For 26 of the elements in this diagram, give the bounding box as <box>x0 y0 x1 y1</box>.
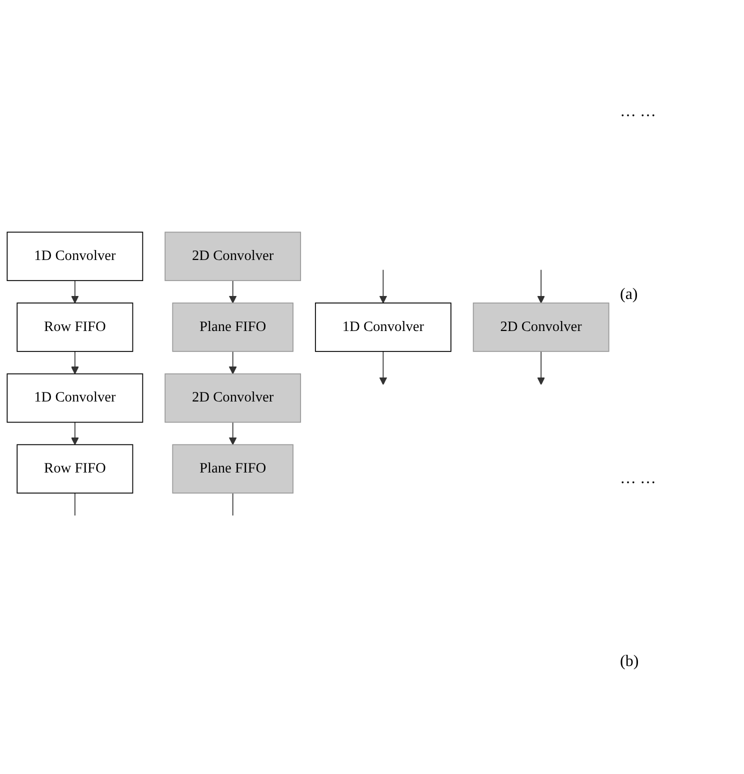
node-box: 1D Convolver <box>6 231 144 281</box>
arrow <box>379 269 388 304</box>
connector <box>232 492 234 516</box>
node-box: Plane FIFO <box>172 444 294 494</box>
node-box: 1D Convolver <box>6 373 144 422</box>
note-text: … … <box>620 470 657 488</box>
arrow <box>70 280 79 304</box>
note-text: (b) <box>620 653 640 672</box>
arrow <box>228 280 237 304</box>
arrow <box>70 350 79 374</box>
arrow <box>228 422 237 445</box>
node-box: Plane FIFO <box>172 302 294 352</box>
connector <box>74 492 76 516</box>
node-box: Row FIFO <box>16 302 134 352</box>
note-text: … … <box>620 102 657 121</box>
arrow <box>70 422 79 445</box>
node-box: 2D Convolver <box>472 302 610 352</box>
arrow <box>379 350 388 385</box>
node-box: 2D Convolver <box>164 231 302 281</box>
arrow <box>228 350 237 374</box>
note-text: (a) <box>620 286 639 304</box>
node-box: Row FIFO <box>16 444 134 494</box>
node-box: 2D Convolver <box>164 373 302 422</box>
arrow <box>537 350 546 385</box>
arrow <box>537 269 546 304</box>
node-box: 1D Convolver <box>314 302 452 352</box>
